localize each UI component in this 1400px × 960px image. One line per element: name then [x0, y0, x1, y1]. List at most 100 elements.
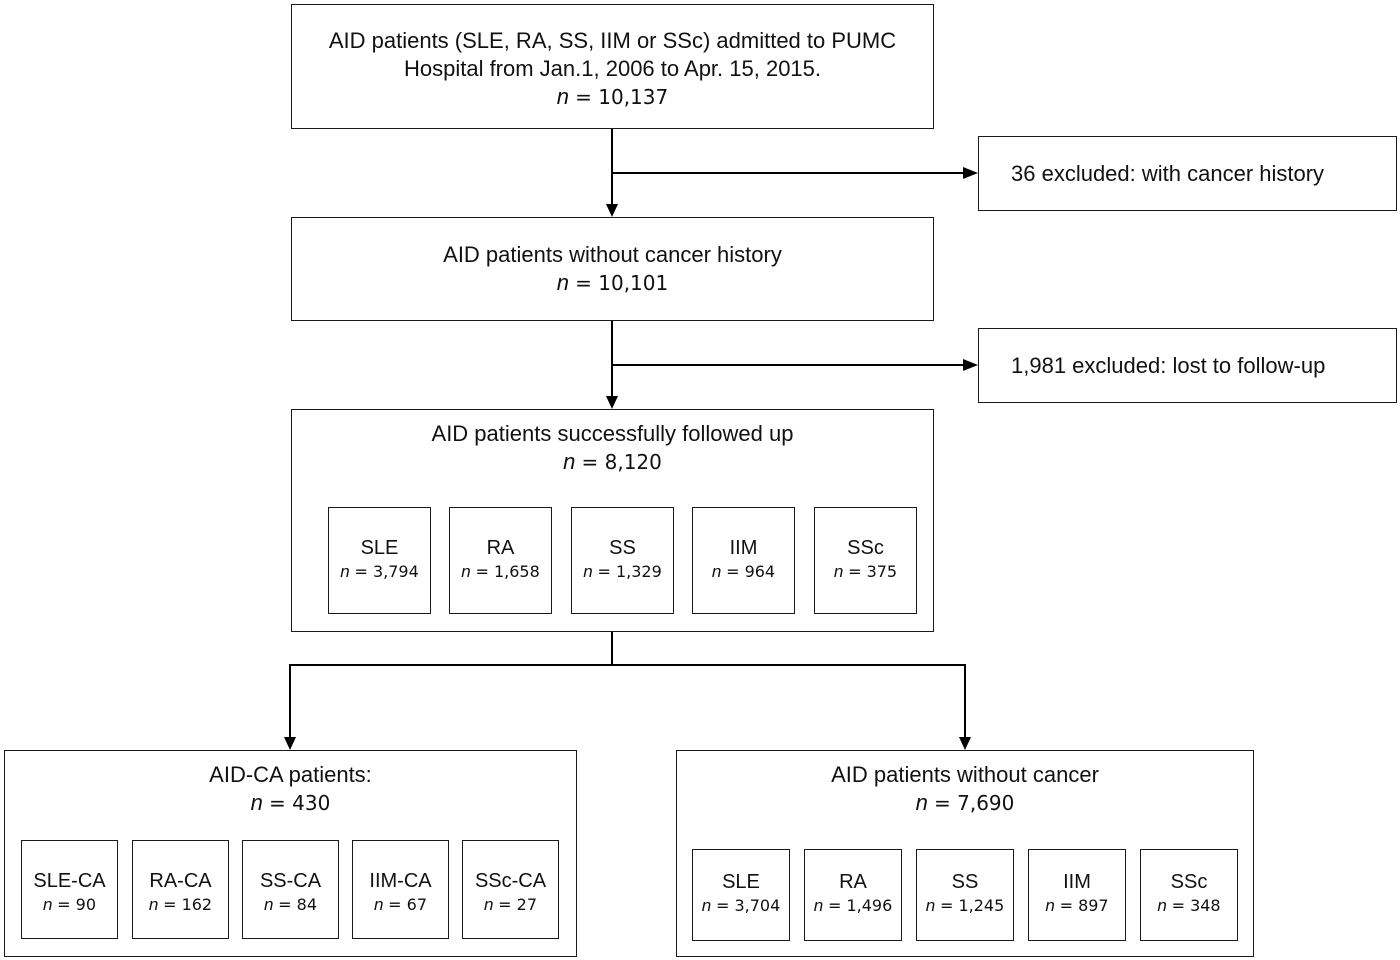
subgroup-count-value: = 964: [726, 562, 776, 581]
subgroup-count: n = 375: [815, 560, 916, 584]
subgroup-box-sle-ca: SLE-CA n = 90: [21, 840, 118, 939]
subgroup-box-sle-no-cancer: SLE n = 3,704: [692, 849, 790, 941]
subgroup-count-value: = 27: [498, 895, 538, 914]
subgroup-box-ra-ca: RA-CA n = 162: [132, 840, 229, 939]
connector-line: [611, 632, 613, 665]
box-admitted-patients: AID patients (SLE, RA, SS, IIM or SSc) a…: [291, 4, 934, 129]
subgroup-label: RA: [839, 871, 867, 893]
subgroup-label: RA-CA: [149, 870, 212, 892]
subgroup-box-ra-no-cancer: RA n = 1,496: [804, 849, 902, 941]
arrow-down-icon: [959, 737, 971, 750]
subgroup-label: SLE-CA: [33, 870, 106, 892]
without-history-count: n = 10,101: [292, 269, 933, 297]
admitted-count-value: = 10,137: [575, 85, 669, 109]
subgroup-label: IIM-CA: [369, 870, 432, 892]
connector-line: [612, 364, 964, 366]
arrow-down-icon: [606, 204, 618, 217]
arrow-down-icon: [284, 737, 296, 750]
connector-line: [289, 664, 291, 738]
n-symbol: n: [833, 562, 844, 581]
subgroup-label: SSc: [1170, 871, 1208, 893]
subgroup-count: n = 1,329: [572, 560, 673, 584]
subgroup-count: n = 348: [1141, 894, 1237, 918]
n-symbol: n: [813, 896, 824, 915]
n-symbol: n: [250, 790, 263, 815]
connector-line: [611, 129, 613, 205]
subgroup-box-ss: SS n = 1,329: [571, 507, 674, 614]
subgroup-box-ss-ca: SS-CA n = 84: [242, 840, 339, 939]
subgroup-label: SS-CA: [259, 870, 322, 892]
box-excluded-lost-follow-up: 1,981 excluded: lost to follow-up: [978, 328, 1397, 403]
subgroup-count-value: = 375: [848, 562, 898, 581]
subgroup-count-value: = 3,794: [354, 562, 419, 581]
subgroup-count-value: = 3,704: [715, 896, 781, 915]
without-cancer-count: n = 7,690: [677, 789, 1253, 817]
followed-up-count: n = 8,120: [292, 448, 933, 476]
subgroup-count: n = 3,794: [329, 560, 430, 584]
subgroup-count-value: = 90: [57, 895, 97, 914]
subgroup-count: n = 27: [463, 893, 558, 917]
n-symbol: n: [563, 449, 576, 474]
admitted-line-2: Hospital from Jan.1, 2006 to Apr. 15, 20…: [403, 56, 822, 81]
n-symbol: n: [148, 895, 159, 914]
excluded-cancer-history-text: 36 excluded: with cancer history: [1011, 160, 1325, 186]
subgroup-count-value: = 84: [278, 895, 318, 914]
subgroup-box-ss-no-cancer: SS n = 1,245: [916, 849, 1014, 941]
subgroup-count: n = 1,496: [805, 894, 901, 918]
subgroup-label: SLE: [722, 871, 760, 893]
connector-line: [612, 172, 964, 174]
subgroup-count: n = 1,658: [450, 560, 551, 584]
n-symbol: n: [1045, 896, 1055, 915]
without-cancer-count-value: = 7,690: [934, 791, 1015, 815]
subgroup-label: RA: [486, 537, 515, 559]
without-history-title: AID patients without cancer history: [443, 242, 782, 267]
subgroup-count-value: = 1,245: [939, 896, 1005, 915]
subgroup-box-ssc-ca: SSc-CA n = 27: [462, 840, 559, 939]
subgroup-count: n = 897: [1029, 894, 1125, 918]
n-symbol: n: [461, 562, 471, 581]
aid-ca-title: AID-CA patients:: [209, 762, 372, 787]
connector-line: [611, 321, 613, 397]
subgroup-label: SS: [609, 537, 636, 559]
subgroup-count: n = 90: [22, 893, 117, 917]
subgroup-box-iim: IIM n = 964: [692, 507, 795, 614]
followed-up-count-value: = 8,120: [581, 450, 662, 474]
excluded-lost-follow-up-text: 1,981 excluded: lost to follow-up: [1011, 352, 1326, 378]
n-symbol: n: [701, 896, 712, 915]
subgroup-count-value: = 1,329: [597, 562, 662, 581]
subgroup-count-value: = 897: [1059, 896, 1109, 915]
subgroup-count-value: = 1,496: [827, 896, 893, 915]
n-symbol: n: [373, 895, 384, 914]
box-without-cancer-history: AID patients without cancer history n = …: [291, 217, 934, 321]
n-symbol: n: [42, 895, 53, 914]
subgroup-count-value: = 162: [163, 895, 213, 914]
without-cancer-title: AID patients without cancer: [831, 762, 1099, 787]
n-symbol: n: [583, 562, 593, 581]
subgroup-label: SLE: [360, 537, 399, 559]
subgroup-box-iim-no-cancer: IIM n = 897: [1028, 849, 1126, 941]
subgroup-label: SS: [951, 871, 979, 893]
arrow-down-icon: [606, 396, 618, 409]
n-symbol: n: [483, 895, 494, 914]
subgroup-label: SSc-CA: [474, 870, 547, 892]
subgroup-box-ssc: SSc n = 375: [814, 507, 917, 614]
subgroup-count-value: = 348: [1171, 896, 1221, 915]
subgroup-box-iim-ca: IIM-CA n = 67: [352, 840, 449, 939]
subgroup-label: SSc: [847, 537, 884, 559]
n-symbol: n: [915, 790, 928, 815]
arrow-right-icon: [963, 359, 978, 371]
subgroup-count: n = 67: [353, 893, 448, 917]
subgroup-count-value: = 1,658: [475, 562, 540, 581]
arrow-right-icon: [963, 167, 978, 179]
subgroup-box-ssc-no-cancer: SSc n = 348: [1140, 849, 1238, 941]
subgroup-count: n = 964: [693, 560, 794, 584]
subgroup-count: n = 84: [243, 893, 338, 917]
connector-line: [289, 664, 966, 666]
n-symbol: n: [263, 895, 274, 914]
admitted-count: n = 10,137: [292, 83, 933, 111]
aid-ca-count: n = 430: [5, 789, 576, 817]
box-excluded-cancer-history: 36 excluded: with cancer history: [978, 136, 1397, 211]
subgroup-label: IIM: [1063, 871, 1091, 893]
followed-up-title: AID patients successfully followed up: [431, 421, 794, 446]
subgroup-label: IIM: [729, 537, 758, 559]
